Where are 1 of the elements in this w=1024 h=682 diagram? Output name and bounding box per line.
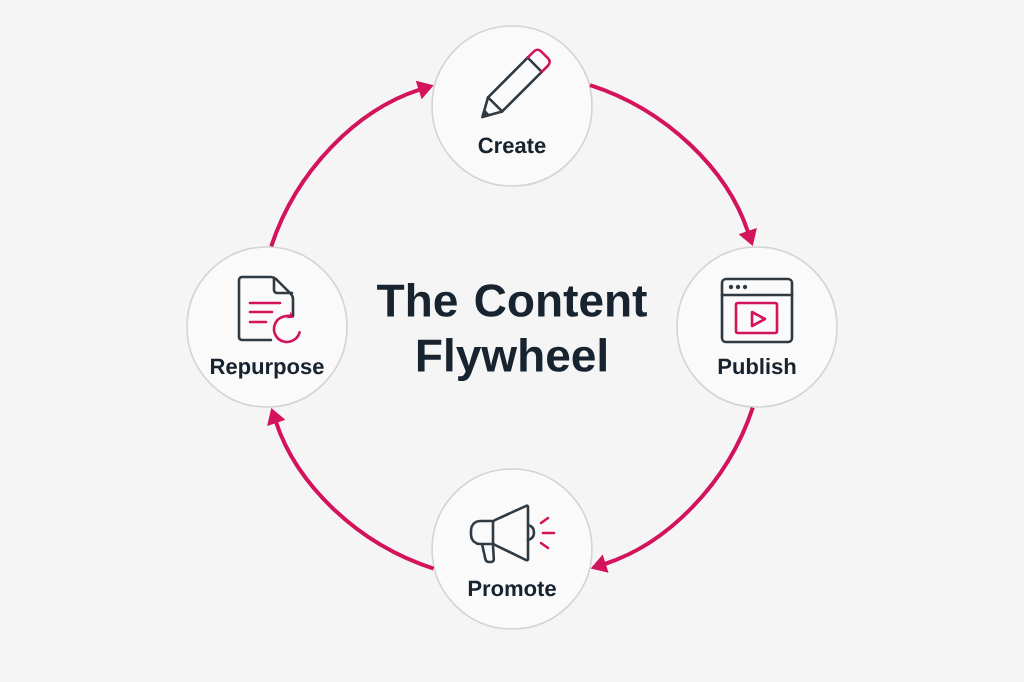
title: The Content Flywheel <box>377 283 647 381</box>
